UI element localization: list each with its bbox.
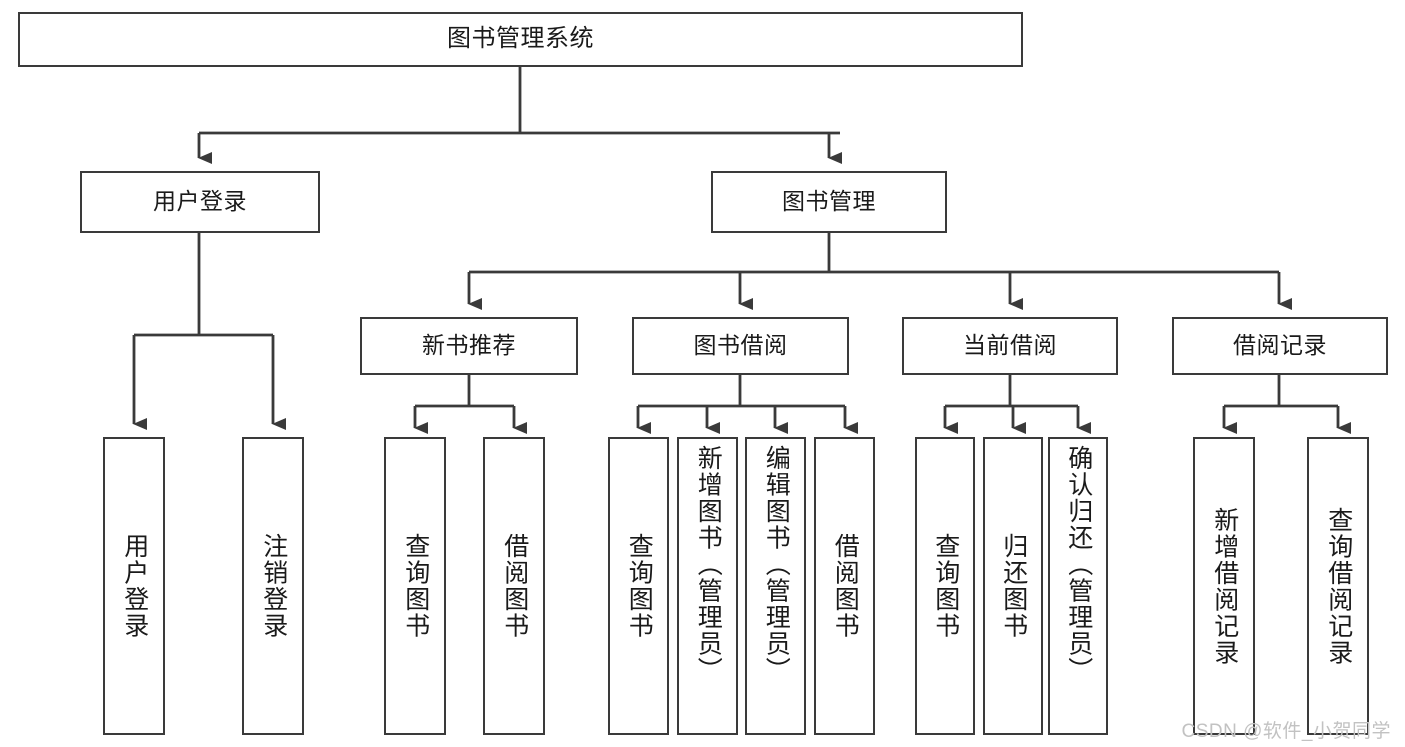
node-label: 注销登录 xyxy=(259,533,288,639)
node-label: 当前借阅 xyxy=(963,332,1057,359)
node-label: 查询图书 xyxy=(401,533,430,639)
node-label: 图书管理 xyxy=(782,188,876,215)
leaf-record-query-record[interactable]: 查询借阅记录 xyxy=(1307,437,1369,735)
csdn-watermark: CSDN @软件_小贺同学 xyxy=(1181,721,1391,742)
leaf-recommend-borrow-book[interactable]: 借阅图书 xyxy=(483,437,545,735)
node-label: 借阅记录 xyxy=(1233,332,1327,359)
node-label: 图书借阅 xyxy=(693,332,788,359)
leaf-current-confirm-return-admin[interactable]: 确认归还（管理员） xyxy=(1048,437,1108,735)
node-label: 新增借阅记录 xyxy=(1210,506,1239,666)
node-label: 确认归还（管理员） xyxy=(1064,445,1093,684)
node-label: 用户登录 xyxy=(153,188,247,215)
leaf-user-login-login[interactable]: 用户登录 xyxy=(103,437,165,735)
leaf-current-query-book[interactable]: 查询图书 xyxy=(915,437,975,735)
node-label: 借阅图书 xyxy=(500,533,529,639)
leaf-borrow-query-book[interactable]: 查询图书 xyxy=(608,437,669,735)
leaf-user-login-logout[interactable]: 注销登录 xyxy=(242,437,304,735)
node-label: 图书管理系统 xyxy=(447,25,594,53)
node-user-login[interactable]: 用户登录 xyxy=(80,171,320,233)
node-borrow-record[interactable]: 借阅记录 xyxy=(1172,317,1388,375)
node-label: 借阅图书 xyxy=(831,533,860,639)
leaf-borrow-edit-book-admin[interactable]: 编辑图书（管理员） xyxy=(745,437,806,735)
leaf-borrow-add-book-admin[interactable]: 新增图书（管理员） xyxy=(677,437,738,735)
node-label: 用户登录 xyxy=(120,533,149,639)
node-label: 查询图书 xyxy=(625,533,654,639)
node-new-book-recommend[interactable]: 新书推荐 xyxy=(360,317,578,375)
node-label: 新增图书（管理员） xyxy=(694,445,723,684)
leaf-borrow-borrow-book[interactable]: 借阅图书 xyxy=(814,437,875,735)
leaf-record-add-record[interactable]: 新增借阅记录 xyxy=(1193,437,1255,735)
node-book-borrow[interactable]: 图书借阅 xyxy=(632,317,849,375)
node-book-management[interactable]: 图书管理 xyxy=(711,171,947,233)
node-label: 编辑图书（管理员） xyxy=(762,445,791,684)
node-current-borrow[interactable]: 当前借阅 xyxy=(902,317,1118,375)
leaf-recommend-query-book[interactable]: 查询图书 xyxy=(384,437,446,735)
node-root-system[interactable]: 图书管理系统 xyxy=(18,12,1023,67)
node-label: 查询图书 xyxy=(931,533,960,639)
node-label: 新书推荐 xyxy=(422,332,516,359)
node-label: 查询借阅记录 xyxy=(1324,506,1353,666)
leaf-current-return-book[interactable]: 归还图书 xyxy=(983,437,1043,735)
node-label: 归还图书 xyxy=(999,533,1028,639)
